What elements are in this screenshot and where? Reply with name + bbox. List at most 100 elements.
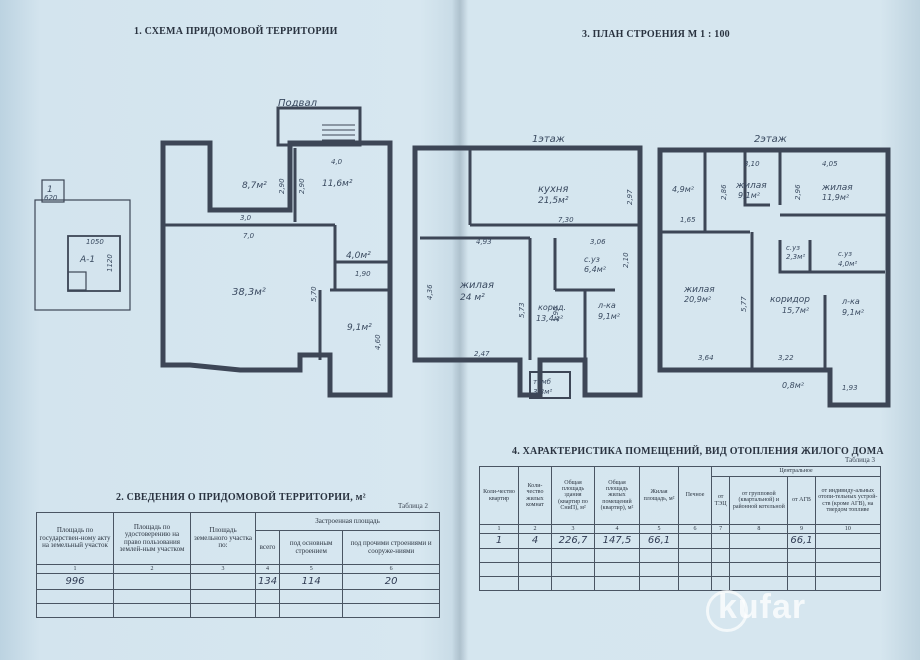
floor1-dim1: 4,93 <box>476 238 492 246</box>
t2-h5: всего <box>254 530 281 565</box>
floor2-room1-area: 4,9м² <box>672 185 695 194</box>
floor2-dim6: 1,93 <box>842 384 858 392</box>
t2-v3 <box>190 573 256 591</box>
floor1-bath-area: 6,4м² <box>584 265 607 274</box>
floor1-dim9: 1,90 <box>552 306 560 322</box>
floor2-stairs: л-ка <box>841 297 860 306</box>
t3-h8: от ТЭЦ <box>710 476 731 525</box>
floor2-dim7: 5,77 <box>740 296 748 312</box>
t2-h6: под основным строением <box>279 530 344 565</box>
t2-h4: Застроенная площадь <box>255 512 440 531</box>
t3-n9: 9 <box>787 523 816 535</box>
t3-n3: 3 <box>551 523 595 535</box>
basement-dim5: 7,0 <box>243 232 255 240</box>
t3-n7: 7 <box>710 523 731 535</box>
t3-n6: 6 <box>678 523 712 535</box>
floor2-dim3: 1,65 <box>680 216 696 224</box>
floor1-kitchen: кухня <box>538 184 568 195</box>
t3-n1: 1 <box>479 523 519 535</box>
t3-h9: от групповой (квартальной) и районной ко… <box>729 476 789 525</box>
floor1-label: 1этаж <box>532 134 565 145</box>
t3-h10: от АГВ <box>787 476 816 525</box>
t3-v1: 1 <box>479 533 519 550</box>
t3-n2: 2 <box>518 523 552 535</box>
floor1-dim2: 7,30 <box>558 216 574 224</box>
table2: Площадь по государствен-ному акту на зем… <box>36 512 440 619</box>
floor2-bath1: с.уз <box>786 244 800 252</box>
basement-room1-area: 8,7м² <box>242 181 267 191</box>
t3-h5: Жилая площадь, м² <box>639 466 679 525</box>
scheme-title: 1. СХЕМА ПРИДОМОВОЙ ТЕРРИТОРИИ <box>134 26 338 37</box>
t3-v8 <box>729 533 789 550</box>
basement-label: Подвал <box>278 98 318 109</box>
floor1-dim3: 3,06 <box>590 238 606 246</box>
watermark-logo-icon <box>706 590 748 632</box>
t2-v1: 996 <box>36 573 114 591</box>
basement-room5-area: 9,1м² <box>347 323 372 333</box>
floor2-stairs-area: 9,1м² <box>842 308 865 317</box>
floor2-living2: жилая <box>821 183 853 193</box>
floor1-living: жилая <box>459 280 494 291</box>
t2-n2: 2 <box>113 563 191 575</box>
floor2-living2-area: 11,9м² <box>822 193 850 202</box>
t2-v4: 134 <box>254 573 281 591</box>
floor1-tambour-area: 3,8м² <box>533 388 552 396</box>
floor2-dim1: 3,10 <box>744 160 760 168</box>
t3-v6 <box>678 533 712 550</box>
floor1-bath: с.уз <box>584 255 600 264</box>
floor2-dim9: 2,86 <box>720 184 728 200</box>
t3-n10: 10 <box>814 523 882 535</box>
floor2-corridor-area: 15,7м² <box>782 306 810 315</box>
floor2-label: 2этаж <box>754 134 787 145</box>
house-footprint <box>67 235 121 292</box>
floor1-corridor-area: 13,4м² <box>536 314 564 323</box>
page-fold <box>452 0 468 660</box>
t2-n6: 6 <box>342 563 440 575</box>
t2-h2: Площадь по удостоверению на право пользо… <box>113 512 191 565</box>
plot-dim: 620 <box>44 194 58 202</box>
basement-room4-area: 4,0м² <box>346 251 371 261</box>
basement-stairs <box>322 124 355 141</box>
t3-h3: Общая площадь здания (квартир по СниП), … <box>551 466 595 525</box>
basement-dim2: 2,90 <box>278 178 286 194</box>
floor2-plan <box>657 147 891 408</box>
basement-room3-area: 38,3м² <box>232 287 266 298</box>
floor1-stairs-area: 9,1м² <box>598 312 621 321</box>
basement-plan <box>160 106 393 398</box>
floor2-dim2: 4,05 <box>822 160 838 168</box>
t2-n1: 1 <box>36 563 114 575</box>
t2-v6: 20 <box>342 573 440 591</box>
watermark: kufar <box>718 588 807 626</box>
floor2-dim5: 3,22 <box>778 354 794 362</box>
t3-v10 <box>814 533 882 550</box>
section4-title: 4. ХАРАКТЕРИСТИКА ПОМЕЩЕНИЙ, ВИД ОТОПЛЕН… <box>512 446 884 457</box>
t2-h7: под прочими строениями и сооруже-ниями <box>342 530 440 565</box>
floor2-bath2-area: 4,0м² <box>838 260 857 268</box>
t3-v7 <box>710 533 731 550</box>
basement-dim1: 4,0 <box>331 158 343 166</box>
t3-v4: 147,5 <box>594 533 640 550</box>
plot-number-box <box>41 179 65 203</box>
house-mark: А-1 <box>79 255 95 265</box>
t2-n4: 4 <box>254 563 281 575</box>
table3: Коли-чество квартир Коли-чество жилых ко… <box>479 466 882 592</box>
floor1-kitchen-area: 21,5м² <box>538 196 569 206</box>
floor1-living-area: 24 м² <box>460 293 485 303</box>
t2-v5: 114 <box>279 573 344 591</box>
house-annex <box>67 271 87 291</box>
floor2-living3: жилая <box>683 285 715 295</box>
floor1-dim4: 2,47 <box>474 350 490 358</box>
floor1-plan <box>412 145 643 398</box>
floor1-tambour-box <box>529 371 571 399</box>
t3-h2: Коли-чество жилых комнат <box>518 466 552 525</box>
t3-v9: 66,1 <box>787 533 816 550</box>
floor2-living1: жилая <box>735 181 767 191</box>
floor2-corridor: коридор <box>770 295 810 305</box>
t3-v3: 226,7 <box>551 533 595 550</box>
basement-dim3: 2,90 <box>298 178 306 194</box>
table2-caption: Таблица 2 <box>398 502 428 510</box>
t2-n3: 3 <box>190 563 256 575</box>
basement-room2-area: 11,6м² <box>322 179 353 189</box>
site-boundary <box>34 199 131 311</box>
